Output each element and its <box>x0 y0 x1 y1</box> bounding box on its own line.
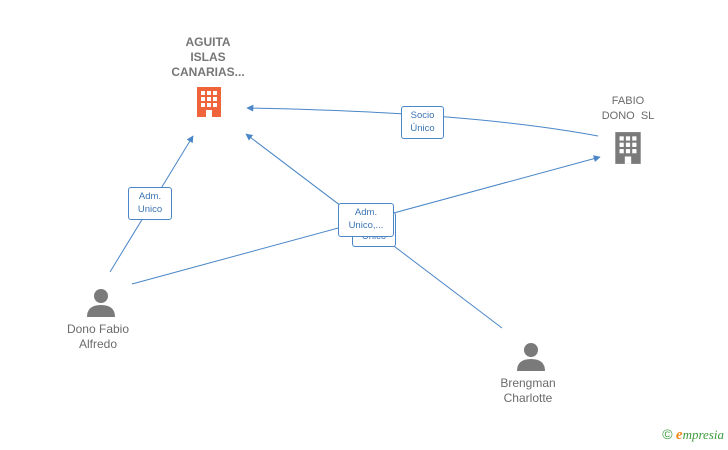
socio-line-1: Socio <box>410 110 435 121</box>
edge-label-socio-unico[interactable]: Socio Único <box>401 106 444 139</box>
adm-left-line-1: Adm. <box>138 191 162 202</box>
copyright-icon: © <box>662 426 673 442</box>
adm-left-line-2: Unico <box>137 204 163 215</box>
brengman-label-line-2: Charlotte <box>503 391 553 405</box>
person-label-brengman[interactable]: Brengman Charlotte <box>482 376 574 406</box>
adm-front-line-1: Adm. <box>354 207 378 218</box>
person-label-dono-fabio[interactable]: Dono Fabio Alfredo <box>52 322 144 352</box>
socio-line-2: Único <box>410 123 435 134</box>
brand-rest-text: mpresia <box>682 427 724 442</box>
empresia-logo[interactable]: empresia <box>675 427 724 443</box>
brengman-label-line-1: Brengman <box>500 376 556 390</box>
edge-socio-unico <box>246 104 599 137</box>
brand-first-letter: e <box>675 427 683 443</box>
dono-label-line-2: Alfredo <box>78 337 118 351</box>
aguita-label-line-1: AGUITA <box>185 35 231 49</box>
brand-footer: © empresia <box>662 426 724 444</box>
edge-label-adm-unico-front[interactable]: Adm. Unico,... <box>338 203 394 237</box>
aguita-label-line-2: ISLAS <box>190 50 226 64</box>
dono-label-line-1: Dono Fabio <box>66 322 130 336</box>
building-icon[interactable] <box>194 85 224 119</box>
fabio-sl-label-line-1: FABIO <box>611 95 645 107</box>
aguita-label-line-3: CANARIAS... <box>171 65 245 79</box>
adm-front-line-2: Unico,... <box>348 220 384 231</box>
building-icon[interactable] <box>612 130 644 166</box>
edge-label-adm-unico-left[interactable]: Adm. Unico <box>128 187 172 220</box>
company-label-fabio-dono-sl[interactable]: FABIO DONO SL <box>588 94 668 124</box>
person-icon[interactable] <box>516 341 546 371</box>
fabio-sl-label-line-2: DONO SL <box>601 110 655 122</box>
company-label-aguita[interactable]: AGUITA ISLAS CANARIAS... <box>158 35 258 80</box>
person-icon[interactable] <box>86 287 116 317</box>
